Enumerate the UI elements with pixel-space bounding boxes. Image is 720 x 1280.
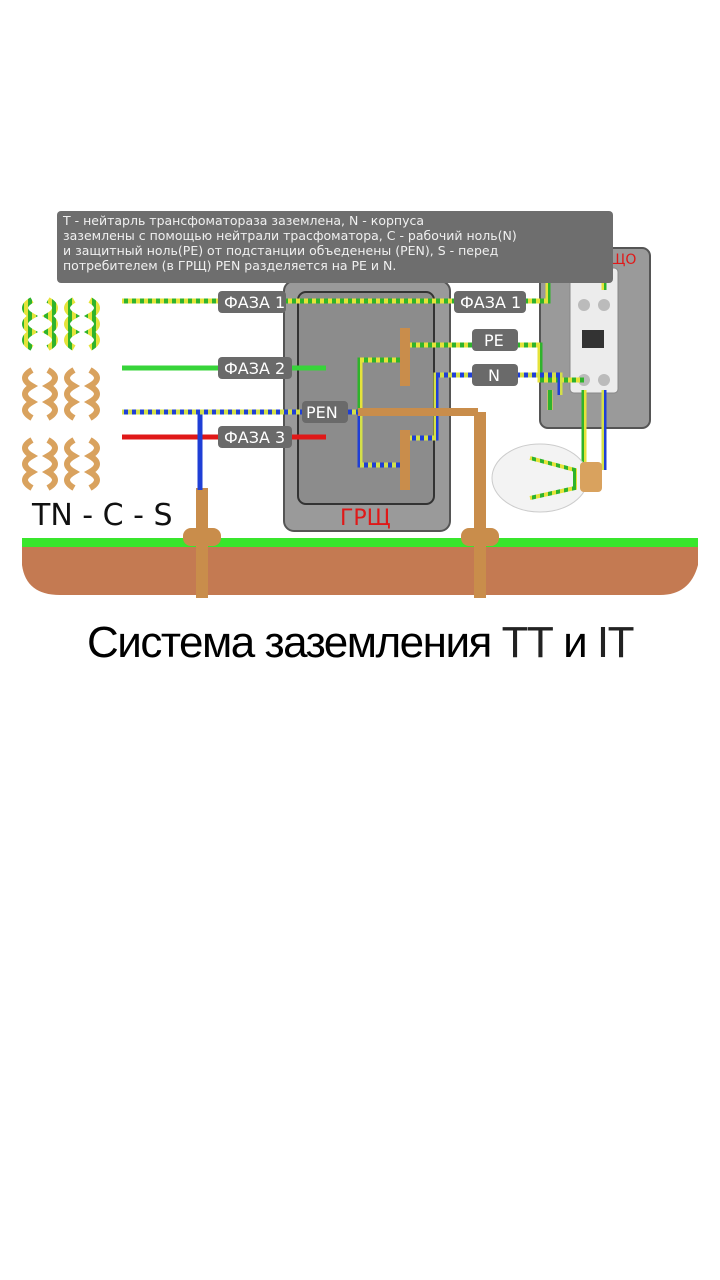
- label-phase1-right: ФАЗА 1: [460, 293, 521, 312]
- tn-c-s-diagram: ФАЗА 1 ФАЗА 2 ФАЗА 3 PEN ФАЗА 1 PE N ГРЩ…: [22, 247, 698, 598]
- caption: Система заземления TT и IT: [0, 618, 720, 668]
- info-line-1: T - нейтарль трансфоматораза заземлена, …: [63, 213, 425, 228]
- info-line-4: потребителем (в ГРЩ) PEN разделяется на …: [63, 258, 397, 273]
- caption-tt: TT: [501, 618, 554, 667]
- light-bulb: [491, 443, 602, 513]
- label-phase3: ФАЗА 3: [224, 428, 285, 447]
- system-label: TN - C - S: [31, 498, 173, 533]
- transformer-coils: [22, 297, 100, 491]
- ground-electrode-right: [474, 412, 486, 598]
- label-pen: PEN: [306, 403, 338, 422]
- label-pe: PE: [484, 331, 504, 350]
- soil: [22, 545, 698, 595]
- info-box: T - нейтарль трансфоматораза заземлена, …: [57, 211, 613, 283]
- caption-it: IT: [596, 618, 635, 667]
- label-shcho: ЩО: [610, 252, 636, 268]
- info-line-3: и защитный ноль(PE) от подстанции объеде…: [63, 243, 499, 258]
- label-phase1-left: ФАЗА 1: [224, 293, 285, 312]
- caption-main: Система заземления: [87, 618, 502, 667]
- ground-wire: [22, 538, 698, 547]
- caption-and: и: [552, 618, 597, 667]
- label-n: N: [488, 366, 500, 385]
- label-phase2: ФАЗА 2: [224, 359, 285, 378]
- info-line-2: заземлены с помощью нейтрали трасфоматор…: [63, 228, 517, 243]
- label-grsh: ГРЩ: [340, 506, 391, 531]
